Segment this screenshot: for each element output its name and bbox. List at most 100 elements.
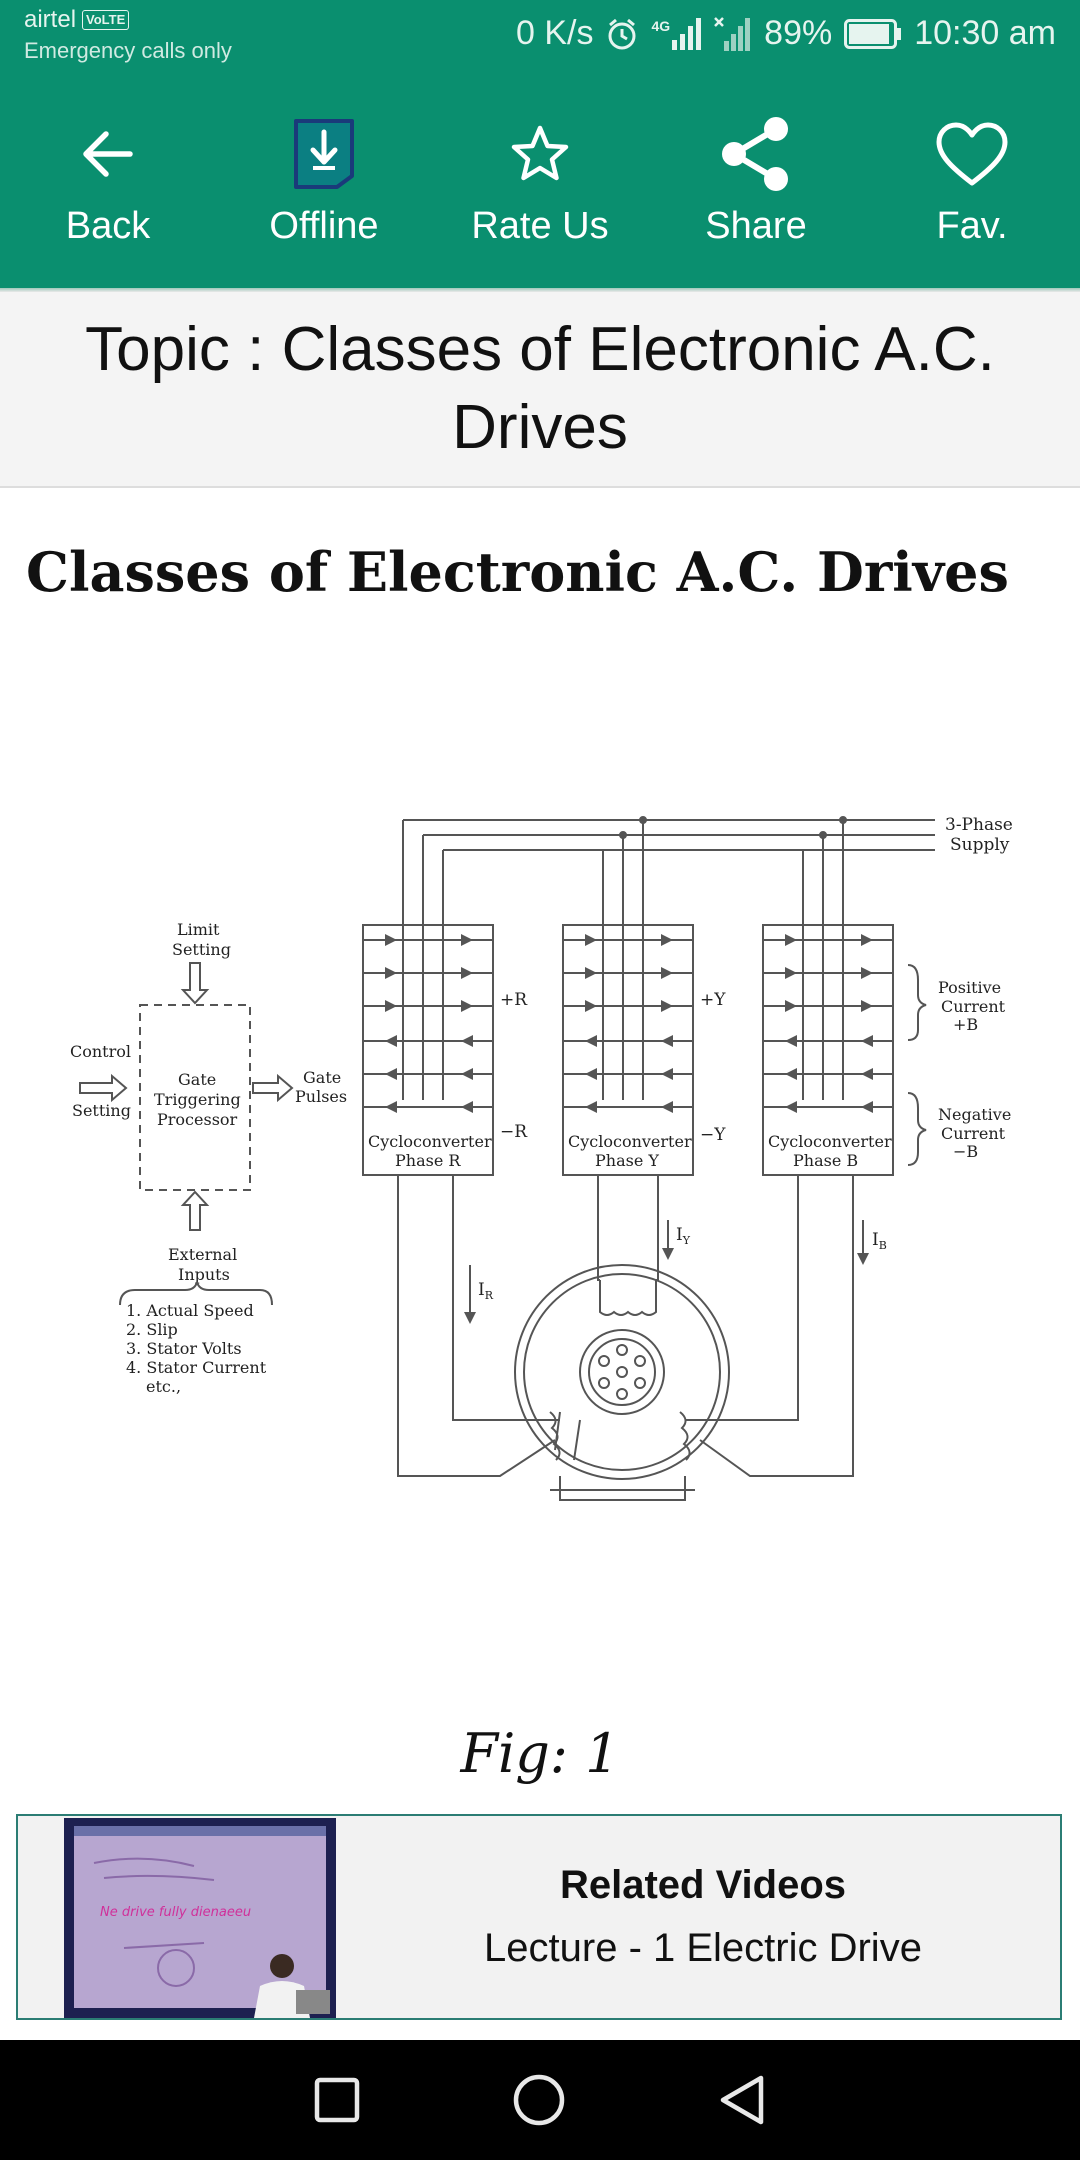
plus-r-label: +R <box>500 990 528 1010</box>
external-arrow <box>180 1190 210 1231</box>
network-speed: 0 K/s <box>516 14 594 52</box>
related-videos-card[interactable]: Ne drive fully dienaeeu Related Videos L… <box>16 1814 1062 2020</box>
pos-current-3: +B <box>953 1015 978 1034</box>
circle-icon <box>513 2074 565 2126</box>
topic-header: Topic : Classes of Electronic A.C. Drive… <box>0 292 1080 488</box>
video-thumbnail[interactable]: Ne drive fully dienaeeu <box>64 1818 336 2018</box>
control-label-1: Control <box>70 1042 131 1061</box>
battery-level: 89% <box>764 14 833 52</box>
cycloconverter-r <box>362 924 494 1176</box>
offline-label: Offline <box>269 205 379 247</box>
phase-b-label-1: Cycloconverter <box>768 1132 892 1151</box>
back-label: Back <box>65 205 151 247</box>
cycloconverter-drive-diagram: 3-Phase Supply Cycloconverter Phase R +R… <box>70 815 1013 1501</box>
control-label-2: Setting <box>72 1101 131 1120</box>
gate-pulses-arrow <box>252 1073 294 1103</box>
plus-y-label: +Y <box>700 990 726 1010</box>
triangle-back-icon <box>720 2075 764 2125</box>
download-doc-icon <box>293 118 355 195</box>
phase-r-label-1: Cycloconverter <box>368 1132 492 1151</box>
ir-arrowhead <box>464 1312 476 1324</box>
thumb-text: Ne drive fully dienaeeu <box>100 1905 251 1920</box>
battery-icon <box>844 18 902 49</box>
positive-brace <box>907 964 927 1041</box>
negative-brace <box>907 1092 927 1166</box>
external-label-1: External <box>168 1245 237 1264</box>
favorite-label: Fav. <box>936 205 1008 247</box>
signal-icon-sim2 <box>714 16 752 51</box>
pos-current-1: Positive <box>938 978 1001 997</box>
related-videos-title: Related Videos <box>559 1863 847 1907</box>
supply-lines <box>402 816 935 1100</box>
iy-symbol: I <box>676 1225 683 1245</box>
gate-proc-1: Gate <box>178 1070 216 1089</box>
ib-arrowhead <box>857 1253 869 1265</box>
input-item-2: 2. Slip <box>126 1320 178 1339</box>
external-label-2: Inputs <box>178 1265 230 1284</box>
input-item-3: 3. Stator Volts <box>126 1339 242 1358</box>
back-arrow-icon <box>80 126 136 187</box>
limit-arrow <box>180 962 210 1005</box>
gate-pulses-2: Pulses <box>295 1087 347 1106</box>
iy-label: IY <box>676 1225 691 1247</box>
control-arrow <box>79 1073 128 1103</box>
network-type: 4G <box>651 17 671 34</box>
ir-subscript: R <box>485 1289 494 1302</box>
action-toolbar: Back Offline Rate Us Share Fav. <box>0 72 1080 288</box>
rate-us-label: Rate Us <box>471 205 609 247</box>
ib-subscript: B <box>879 1239 887 1252</box>
neg-current-1: Negative <box>938 1105 1011 1124</box>
rate-us-button[interactable]: Rate Us <box>440 72 640 248</box>
system-nav-bar <box>0 2040 1080 2160</box>
content-heading: Classes of Electronic A.C. Drives <box>26 540 1009 604</box>
supply-label-2: Supply <box>950 835 1010 855</box>
cycloconverter-b <box>762 924 894 1176</box>
offline-button[interactable]: Offline <box>224 72 424 248</box>
star-icon <box>509 123 571 190</box>
emergency-text: Emergency calls only <box>24 38 232 63</box>
related-video-name[interactable]: Lecture - 1 Electric Drive <box>484 1926 922 1970</box>
inputs-brace <box>119 1281 273 1306</box>
minus-y-label: −Y <box>700 1125 726 1145</box>
share-label: Share <box>705 205 807 247</box>
ir-label: IR <box>478 1280 494 1302</box>
ib-symbol: I <box>872 1230 879 1250</box>
clock: 10:30 am <box>914 14 1056 52</box>
minus-r-label: −R <box>500 1122 528 1142</box>
motor <box>514 1264 730 1501</box>
ib-label: IB <box>872 1230 887 1252</box>
figure-caption: Fig: 1 <box>460 1722 620 1785</box>
status-bar: airtel VoLTE Emergency calls only 0 K/s … <box>0 0 1080 72</box>
carrier-name: airtel <box>24 6 77 33</box>
limit-label-2: Setting <box>172 940 231 959</box>
neg-current-3: −B <box>953 1142 978 1161</box>
phase-r-label-2: Phase R <box>395 1151 461 1170</box>
back-nav-button[interactable] <box>717 2073 767 2127</box>
phase-b-label-2: Phase B <box>793 1151 858 1170</box>
ir-symbol: I <box>478 1280 485 1300</box>
gate-pulses-1: Gate <box>303 1068 341 1087</box>
topic-title: Topic : Classes of Electronic A.C. Drive… <box>85 315 995 462</box>
motor-wiring <box>397 1175 854 1477</box>
back-button[interactable]: Back <box>8 72 208 248</box>
gate-proc-3: Processor <box>157 1110 238 1129</box>
alarm-icon <box>605 17 639 51</box>
home-button[interactable] <box>511 2072 567 2128</box>
input-item-1: 1. Actual Speed <box>126 1301 254 1320</box>
phase-y-label-1: Cycloconverter <box>568 1132 692 1151</box>
square-icon <box>314 2077 360 2123</box>
cycloconverter-y <box>562 924 694 1176</box>
gate-proc-2: Triggering <box>154 1090 241 1109</box>
recents-button[interactable] <box>313 2076 361 2124</box>
limit-label-1: Limit <box>177 920 220 939</box>
iy-subscript: Y <box>682 1234 691 1247</box>
phase-y-label-2: Phase Y <box>595 1151 659 1170</box>
supply-label-1: 3-Phase <box>945 815 1013 835</box>
lecture-thumbnail-image: Ne drive fully dienaeeu <box>64 1818 336 2018</box>
pos-current-2: Current <box>941 997 1006 1016</box>
toolbar-divider <box>0 288 1080 292</box>
input-item-4: 4. Stator Current <box>126 1358 267 1377</box>
volte-badge: VoLTE <box>82 10 130 30</box>
favorite-button[interactable]: Fav. <box>872 72 1072 248</box>
share-button[interactable]: Share <box>656 72 856 248</box>
